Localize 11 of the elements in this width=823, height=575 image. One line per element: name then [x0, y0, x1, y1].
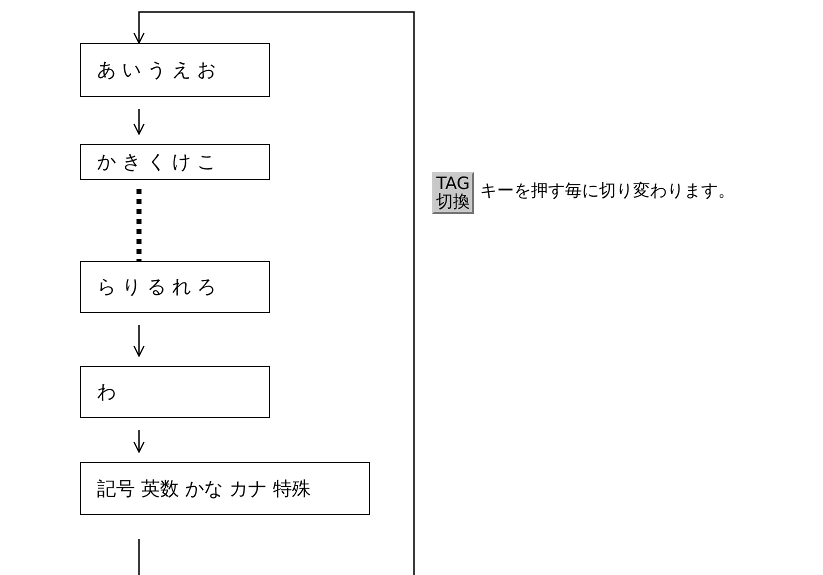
key-button: TAG切換	[432, 172, 474, 214]
arrow	[133, 430, 145, 453]
process-box: わ	[80, 366, 270, 418]
process-box: 記号 英数 かな カナ 特殊	[80, 462, 370, 515]
arrow	[133, 109, 145, 135]
note-text: キーを押す毎に切り変わります。	[480, 180, 735, 202]
process-box: ら り る れ ろ	[80, 261, 270, 313]
dotted-line	[136, 189, 142, 261]
process-box: か き く け こ	[80, 144, 270, 180]
arrow	[133, 325, 145, 357]
process-box: あ い う え お	[80, 43, 270, 97]
